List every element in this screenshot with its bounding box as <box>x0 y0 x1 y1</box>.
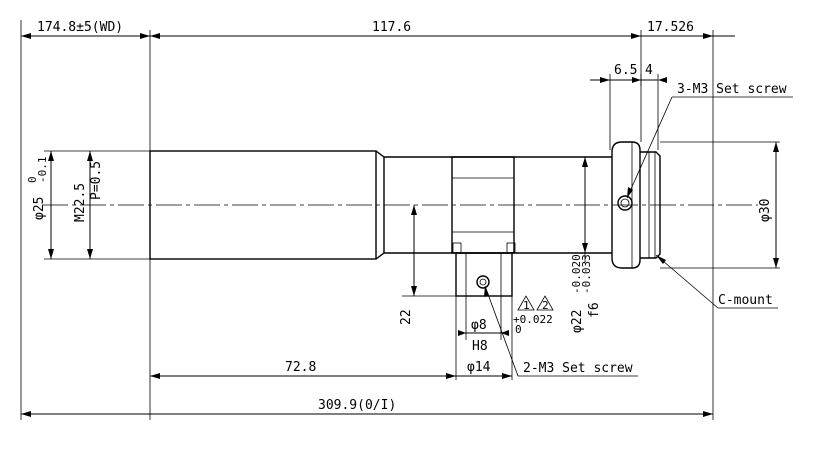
label-2-m3-set-screw: 2-M3 Set screw <box>523 361 633 376</box>
thread-dimension: M22.5 P=0.5 <box>73 151 104 259</box>
label-3-m3-set-screw: 3-M3 Set screw <box>677 82 787 97</box>
dim-phi25-tol-upper: 0 <box>26 176 39 183</box>
phi25-dimension: φ25 0 -0.1 <box>26 151 54 259</box>
flange <box>611 141 641 269</box>
dim-117-6: 117.6 <box>372 20 411 35</box>
dim-wd: 174.8±5(WD) <box>37 20 123 35</box>
mount-foot <box>455 252 513 297</box>
phi30-dimension: φ30 <box>758 142 779 268</box>
lens-body <box>149 141 661 297</box>
dim-6-5: 6.5 <box>614 63 637 78</box>
dim-22: 22 <box>399 309 414 325</box>
dim-17-526: 17.526 <box>647 20 694 35</box>
dim-m22-5: M22.5 <box>73 183 88 222</box>
flange-dimension: 6.5 4 <box>590 63 667 86</box>
flange-screw <box>617 195 633 211</box>
dim-phi22-tol-upper: -0.020 <box>570 254 583 294</box>
dim-h8: H8 <box>472 339 488 354</box>
dim-72-8: 72.8 <box>285 360 316 375</box>
bottom-dimension-total: 309.9(0/I) <box>20 44 713 420</box>
tol-zero: 0 <box>515 323 522 336</box>
phi8-dimension: φ8 H8 <box>458 318 509 354</box>
dim-phi30: φ30 <box>758 199 773 222</box>
height-dimension: 22 <box>399 205 417 325</box>
dim-phi8: φ8 <box>471 318 487 333</box>
dim-4: 4 <box>645 63 653 78</box>
extension-lines <box>20 20 780 420</box>
tolerance-markers: 1 2 +0.022 0 <box>513 295 554 336</box>
dim-pitch: P=0.5 <box>89 161 104 200</box>
foot-screw-hole <box>476 275 490 289</box>
dim-phi25: φ25 <box>32 197 47 220</box>
marker-1: 1 <box>523 299 530 312</box>
dim-total: 309.9(0/I) <box>318 398 396 413</box>
dim-phi22: φ22 <box>570 310 585 333</box>
c-mount-callout: C-mount <box>655 254 778 309</box>
dim-phi14: φ14 <box>467 360 491 375</box>
phi22-dimension: φ22 -0.020 -0.033 f6 <box>570 157 602 333</box>
c-mount-thread <box>640 151 661 259</box>
tol-plus: +0.022 <box>513 313 553 326</box>
marker-2: 2 <box>542 299 549 312</box>
label-c-mount: C-mount <box>718 293 773 308</box>
bottom-dimension-1: 72.8 φ14 <box>150 360 512 379</box>
dim-f6: f6 <box>587 302 602 318</box>
top-dimension: 174.8±5(WD) 117.6 17.526 <box>21 20 735 39</box>
dim-phi25-tol-lower: -0.1 <box>36 157 49 184</box>
set-screw-3-callout: 3-M3 Set screw <box>626 82 793 199</box>
set-screw-2-callout: 2-M3 Set screw <box>484 285 638 377</box>
dim-phi22-tol-lower: -0.033 <box>580 254 593 294</box>
